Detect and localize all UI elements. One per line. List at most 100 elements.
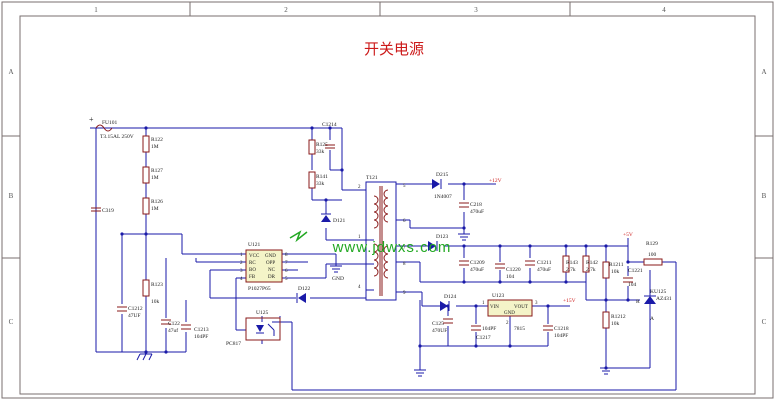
t121-pin6: 6 [403, 219, 406, 224]
net-plus5v: +5V [623, 232, 633, 238]
capacitor-c1214: C1214 [322, 122, 337, 149]
u121-pin5: 5 [285, 277, 288, 282]
frame-row-b-right: B [762, 192, 767, 200]
d122-ref: D122 [298, 286, 310, 292]
c218-value: 470uF [470, 209, 484, 215]
capacitor-c1218: C1218 104PF [543, 325, 569, 339]
u121-ref: U121 [248, 242, 260, 248]
t121-pin1: 1 [358, 235, 361, 240]
gnd-label: GND [332, 276, 344, 282]
watermark-text: www.jdwxs.com [332, 239, 452, 256]
u123-pin1: 1 [482, 301, 485, 306]
optocoupler-u125: U125 PC817 [226, 310, 281, 347]
r125-ref: R125 [316, 142, 328, 148]
ground-icon [458, 233, 470, 241]
watermark: www.jdwxs.com [289, 230, 452, 256]
u121-pin6: 6 [285, 269, 288, 274]
frame-row-c-left: C [9, 318, 14, 326]
u121-pin3: 3 [240, 269, 243, 274]
u121-label-rc: RC [249, 261, 256, 266]
c1218-value: 104PF [554, 333, 568, 339]
frame-col-2: 2 [284, 6, 288, 14]
frame-row-a-right: A [761, 68, 766, 76]
diode-d215: D215 1N4007 [432, 172, 452, 200]
resistor-r141: R141 33k [308, 171, 328, 189]
capacitor-c1211: C1211 470uF [525, 260, 552, 273]
r141-value: 33k [316, 181, 325, 187]
plus-mark: + [89, 115, 94, 124]
d124-ref: D124 [444, 294, 456, 300]
ku125-part: AZ431 [656, 296, 672, 302]
resistor-r125: R125 33k [308, 139, 328, 155]
net-labels: +12V +15V +5V [489, 178, 633, 304]
transformer-t121: T121 2 5 6 1 7 8 4 9 [358, 175, 406, 301]
ground-icon [600, 367, 612, 375]
u121-label-gnd: GND [265, 254, 276, 259]
capacitor-c122: C122 47uf [161, 319, 180, 334]
net-plus15v: +15V [563, 298, 576, 304]
shunt-ref-ku125: KU125 AZ431 R A [636, 270, 672, 322]
c1214-ref: C1214 [322, 122, 337, 128]
c1213-ref: C1213 [194, 327, 209, 333]
diode-d122: D122 [296, 286, 310, 303]
ground-symbols [136, 233, 612, 377]
t121-pin2: 2 [358, 185, 361, 190]
r129-ref: R129 [646, 241, 658, 247]
r127-value: 1M [151, 175, 159, 181]
resistor-r143: R143 2.7k [562, 255, 578, 273]
u123-gnd: GND [504, 311, 515, 316]
fuse-ref: FU101 [102, 120, 118, 126]
c125-ref: C125 [432, 321, 444, 327]
t121-pin9: 9 [403, 291, 406, 296]
c122-ref: C122 [168, 321, 180, 327]
frame-col-3: 3 [474, 6, 478, 14]
frame-row-c-right: C [762, 318, 767, 326]
frame-col-4: 4 [662, 6, 666, 14]
resistor-r127: R127 1M [142, 166, 163, 184]
diode-d123: D123 [428, 234, 448, 251]
ku125-pin-r: R [636, 299, 640, 305]
wires [90, 127, 677, 391]
c1211-value: 470uF [537, 267, 551, 273]
c218-ref: C218 [470, 202, 482, 208]
r142-ref: R142 [586, 260, 598, 266]
t121-ref: T121 [366, 175, 378, 181]
c319-ref: C319 [102, 208, 114, 214]
r123-value: 10k [151, 299, 160, 305]
c1211-ref: C1211 [537, 260, 552, 266]
capacitor-c1217: 104PF C1217 [471, 325, 496, 341]
c1209-ref: C1209 [470, 260, 485, 266]
capacitor-c1209: C1209 470uF [459, 260, 485, 273]
r129-value: 100 [648, 252, 657, 258]
t121-pin5: 5 [403, 184, 406, 189]
c1221-ref: C1221 [628, 268, 643, 274]
u121-part: P1027P65 [248, 286, 271, 292]
u121-pin8: 8 [285, 253, 288, 258]
d215-value: 1N4007 [434, 194, 452, 200]
resistor-r123: R123 10k [142, 279, 163, 305]
c1220-value: 104 [506, 274, 515, 280]
c1217-ref: C1217 [476, 335, 491, 341]
ic-u121: U121 P1027P65 1 2 3 4 8 7 6 5 VCC RC BO … [240, 242, 288, 292]
u125-part: PC817 [226, 341, 241, 347]
u121-label-dr: DR [268, 275, 276, 280]
r122-value: 1M [151, 144, 159, 150]
r126-value: 1M [151, 206, 159, 212]
r143-value: 2.7k [566, 267, 576, 273]
fuse-value: T3.15AL 250V [100, 134, 134, 140]
r143-ref: R143 [566, 260, 578, 266]
fuse-fu101: FU101 T3.15AL 250V + [89, 115, 134, 140]
u123-vin: VIN [490, 305, 499, 310]
u121-pin2: 2 [240, 261, 243, 266]
u123-vout: VOUT [514, 305, 528, 310]
d123-ref: D123 [436, 234, 448, 240]
regulator-u123: U123 VIN VOUT GND 7815 1 2 3 [482, 293, 538, 332]
ku125-ref: KU125 [650, 289, 666, 295]
u123-pin2: 2 [506, 321, 509, 326]
r125-value: 33k [316, 149, 325, 155]
schematic-title: 开关电源 [364, 41, 424, 58]
t121-pin8: 8 [403, 262, 406, 267]
c125-value: 470UF [432, 328, 447, 334]
capacitor-c319: C319 [91, 207, 114, 214]
c1217-value: 104PF [482, 326, 496, 332]
